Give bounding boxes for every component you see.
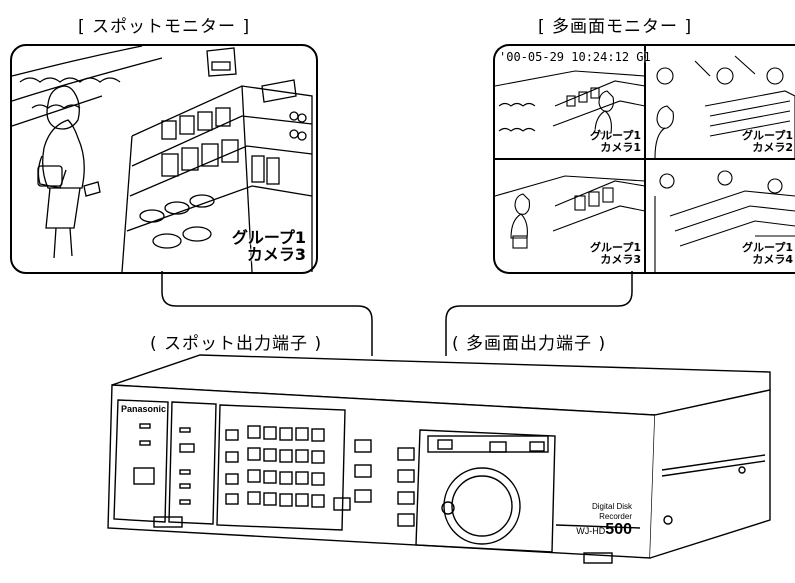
multi-cell-4-camera: カメラ4: [752, 252, 793, 266]
recorder-model-number: 500: [605, 521, 632, 538]
spot-monitor: グループ1 カメラ3: [10, 44, 318, 274]
multi-monitor-title: [ 多画面モニター ]: [538, 17, 693, 37]
recorder-product-line2: Recorder: [599, 512, 632, 521]
spot-camera-number: カメラ3: [246, 245, 306, 265]
recorder-model-prefix: WJ-HD: [576, 526, 605, 536]
recorder-brand: Panasonic: [121, 404, 166, 414]
spot-monitor-scene: [11, 45, 313, 273]
multi-cell-2-label: グループ1 カメラ2: [742, 130, 793, 153]
spot-output-port-label: ( スポット出力端子 ): [150, 334, 323, 354]
multi-cell-1-camera: カメラ1: [600, 140, 641, 154]
multi-output-port-label: ( 多画面出力端子 ): [452, 334, 607, 354]
multi-cell-3-label: グループ1 カメラ3: [590, 242, 641, 265]
multi-cell-2-group: グループ1: [742, 129, 793, 142]
multi-cell-2-camera: カメラ2: [752, 140, 793, 154]
multi-cell-4-label: グループ1 カメラ4: [742, 242, 793, 265]
recorder-product-line1: Digital Disk: [592, 502, 633, 511]
spot-group-label: グループ1: [231, 228, 306, 248]
multi-cell-4-group: グループ1: [742, 241, 793, 254]
spot-camera-label: グループ1 カメラ3: [232, 230, 306, 264]
multi-cell-3-camera: カメラ3: [600, 252, 641, 266]
multi-cell-1-group: グループ1: [590, 129, 641, 142]
recorder-model: WJ-HD500: [576, 521, 632, 538]
spot-monitor-title: [ スポットモニター ]: [78, 17, 251, 37]
multi-cell-1-label: グループ1 カメラ1: [590, 130, 641, 153]
multi-monitor-scene: [494, 46, 795, 272]
multi-monitor: '00-05-29 10:24:12 G1 グループ1 カメラ1 グループ1 カ…: [493, 44, 795, 274]
multi-monitor-osd: '00-05-29 10:24:12 G1: [499, 50, 651, 64]
multi-cell-3-group: グループ1: [590, 241, 641, 254]
